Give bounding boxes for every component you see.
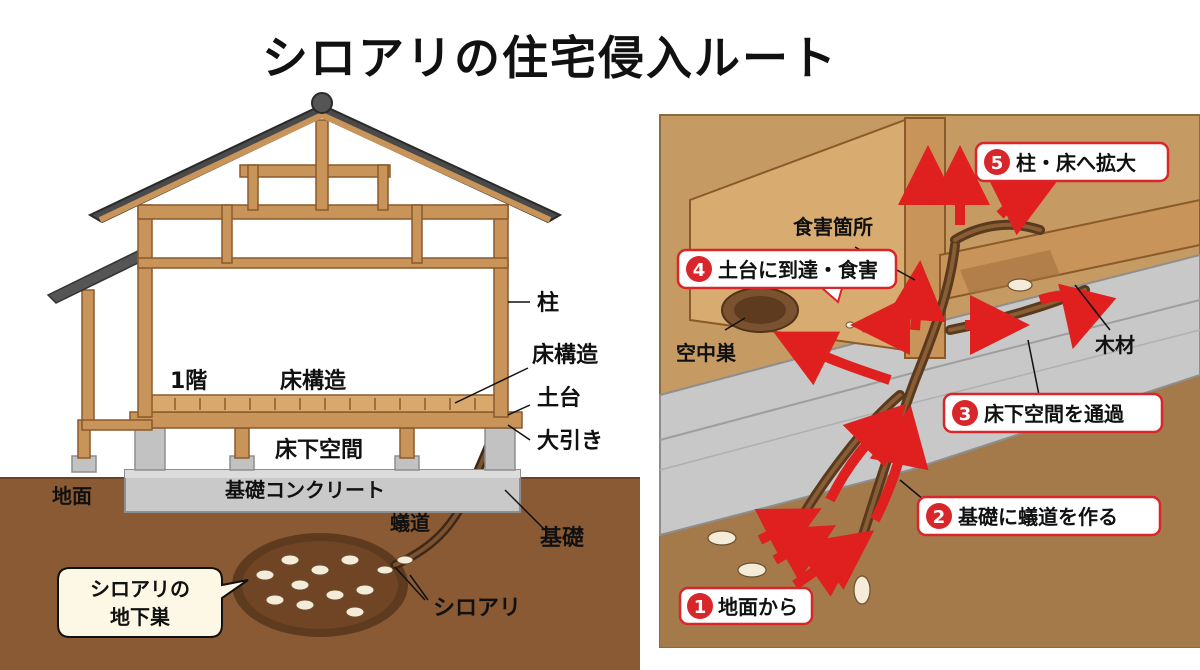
red-arrows xyxy=(754,145,1117,597)
label-pillar: 柱 xyxy=(537,291,559,316)
label-floor-structure-right: 床構造 xyxy=(532,342,598,368)
step-callout-1: 1 地面から xyxy=(678,586,814,626)
label-termite: シロアリ xyxy=(433,596,521,621)
label-aerial-nest: 空中巣 xyxy=(676,341,737,365)
label-foundation-concrete: 基礎コンクリート xyxy=(225,478,385,502)
step-3-number: 3 xyxy=(959,404,972,425)
floor-structure xyxy=(149,394,503,413)
lean-to-frame xyxy=(81,289,153,431)
label-mud-tube: 蟻道 xyxy=(390,511,430,535)
label-floor-structure-center: 床構造 xyxy=(280,368,346,394)
termite-group-nest xyxy=(255,554,414,618)
house-frame xyxy=(137,119,509,418)
step-5-number: 5 xyxy=(991,153,1004,174)
step-4-number: 4 xyxy=(693,260,706,281)
step-callout-3: 3 床下空間を通過 xyxy=(942,392,1164,434)
nest-callout: シロアリの 地下巣 xyxy=(57,567,249,638)
step-3-text: 床下空間を通過 xyxy=(984,402,1125,426)
step-1-text: 地面から xyxy=(718,595,798,619)
label-crawl-space: 床下空間 xyxy=(275,437,363,463)
step-4-text: 土台に到達・食害 xyxy=(718,258,878,282)
step-2-text: 基礎に蟻道を作る xyxy=(958,505,1118,529)
sill-beam xyxy=(129,411,523,429)
nest-callout-line2: 地下巣 xyxy=(110,605,171,629)
foundation-piers xyxy=(71,427,516,473)
nest-callout-line1: シロアリの xyxy=(90,577,190,601)
page-title: シロアリの住宅侵入ルート xyxy=(262,31,838,85)
step-callout-4: 4 土台に到達・食害 xyxy=(676,248,898,304)
label-floor-beam: 大引き xyxy=(537,429,603,454)
step-1-number: 1 xyxy=(694,597,707,618)
step-5-text: 柱・床へ拡大 xyxy=(1016,151,1136,175)
label-sill: 土台 xyxy=(537,385,581,411)
left-diagram: 柱 床構造 1階 床構造 土台 大引き 床下空間 地面 基礎コンクリート 基礎 … xyxy=(0,92,640,670)
step-callout-5: 5 柱・床へ拡大 xyxy=(974,141,1170,183)
step-callout-2: 2 基礎に蟻道を作る xyxy=(916,495,1162,537)
label-damage-spot: 食害箇所 xyxy=(793,215,873,239)
step-2-number: 2 xyxy=(933,507,946,528)
label-lumber: 木材 xyxy=(1094,333,1135,357)
label-first-floor: 1階 xyxy=(170,369,207,394)
roof-ridge-ornament xyxy=(311,92,333,114)
label-foundation: 基礎 xyxy=(540,525,585,551)
right-diagram: 食害箇所 空中巣 木材 1 地面から 2 基礎に蟻道を作る 3 床下空間を通過 … xyxy=(659,114,1200,648)
label-ground: 地面 xyxy=(52,484,92,508)
